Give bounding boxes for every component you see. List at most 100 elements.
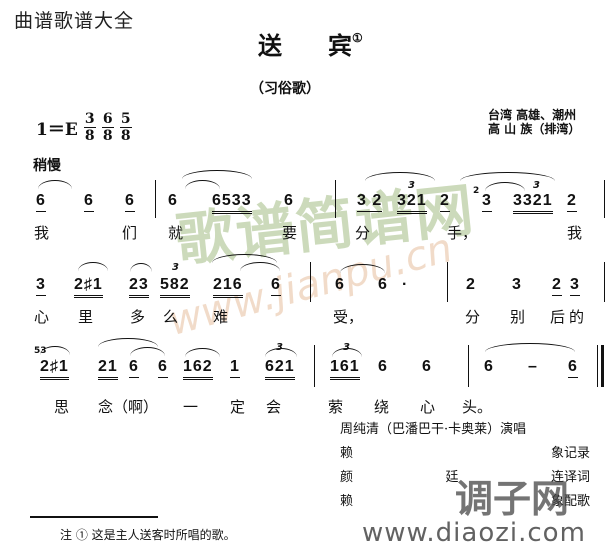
lyric: 我 bbox=[567, 224, 583, 242]
credit-recorder: 赖 象记录 bbox=[340, 446, 590, 461]
lyric: 绕 bbox=[374, 398, 390, 416]
note: 3 bbox=[570, 276, 580, 296]
footnote-divider bbox=[30, 516, 158, 518]
barline bbox=[604, 262, 605, 302]
lyric: 们 bbox=[122, 224, 138, 242]
note: 2 bbox=[440, 192, 450, 212]
triplet-mark: 3 bbox=[172, 262, 179, 273]
site-title: 曲谱歌谱大全 bbox=[14, 10, 135, 32]
lyric: 我 bbox=[34, 224, 50, 242]
slur bbox=[40, 346, 70, 355]
slur bbox=[98, 338, 158, 347]
note: 582 bbox=[160, 276, 190, 298]
note: 621 bbox=[265, 358, 295, 380]
note: 6 bbox=[422, 358, 432, 375]
note: 3 2 bbox=[357, 192, 383, 212]
dash: – bbox=[528, 358, 538, 375]
lyric: 分 bbox=[355, 224, 371, 242]
note: 216 bbox=[213, 276, 243, 298]
note: 3 bbox=[482, 192, 492, 212]
note: 161 bbox=[330, 358, 360, 380]
note: 6 bbox=[568, 358, 578, 378]
lyric: 后 bbox=[550, 308, 566, 326]
note: 2 bbox=[466, 276, 476, 293]
title-part-1: 送 bbox=[258, 31, 282, 60]
lyric: 就 bbox=[168, 224, 184, 242]
slur bbox=[265, 348, 297, 357]
slur bbox=[485, 343, 575, 352]
note: 2♯1 bbox=[40, 358, 69, 380]
note: 2 bbox=[552, 276, 562, 296]
note: 6533 bbox=[212, 192, 252, 214]
note: 6 bbox=[125, 192, 135, 212]
note: 2 bbox=[567, 192, 577, 212]
barline bbox=[597, 345, 598, 387]
note: 1 bbox=[230, 358, 240, 378]
lyric: 多 bbox=[130, 308, 146, 326]
genre-label: （习俗歌） bbox=[250, 81, 320, 97]
lyric: 受， bbox=[333, 308, 364, 326]
footnote-marker: ① bbox=[352, 31, 363, 45]
lyric: 手， bbox=[447, 224, 478, 242]
barline bbox=[314, 345, 315, 387]
slur bbox=[340, 264, 385, 273]
lyric: 里 bbox=[78, 308, 94, 326]
credit-translator: 颜 廷 连译词 bbox=[340, 470, 590, 485]
lyric: 别 bbox=[510, 308, 526, 326]
lyric: 要 bbox=[282, 224, 298, 242]
note: 23 bbox=[129, 276, 149, 298]
origin-line-2: 高 山 族（排湾） bbox=[488, 122, 581, 136]
origin-line-1: 台湾 高雄、潮州 bbox=[488, 108, 577, 122]
augmentation-dot: · bbox=[402, 276, 409, 293]
note: 3321 bbox=[513, 192, 553, 214]
tempo-marking: 稍慢 bbox=[33, 158, 61, 174]
note: 6 bbox=[284, 192, 294, 209]
triplet-mark: 3 bbox=[276, 342, 283, 353]
note: 6 bbox=[158, 358, 168, 378]
slur bbox=[38, 180, 72, 189]
slur bbox=[485, 182, 525, 191]
slur bbox=[240, 262, 280, 271]
key-label: 1＝E bbox=[36, 120, 78, 140]
slur bbox=[130, 263, 152, 272]
barline bbox=[468, 345, 469, 387]
credit-arranger: 赖 象配歌 bbox=[340, 494, 590, 509]
origin-info: 台湾 高雄、潮州 高 山 族（排湾） bbox=[488, 108, 580, 136]
note: 2♯1 bbox=[74, 276, 103, 298]
note: 6 bbox=[129, 358, 139, 378]
lyric: 念（啊） bbox=[98, 398, 159, 416]
barline bbox=[604, 180, 605, 218]
title-part-2: 宾 bbox=[328, 31, 352, 60]
lyric: 心 bbox=[420, 398, 436, 416]
note: 6 bbox=[168, 192, 178, 209]
triplet-mark: 3 bbox=[343, 342, 350, 353]
note: 6 bbox=[484, 358, 494, 375]
credits: 周纯清（巴潘巴干·卡奥莱）演唱 赖 象记录 颜 廷 连译词 赖 象配歌 bbox=[340, 418, 590, 514]
lyric: 么 bbox=[163, 308, 179, 326]
lyric: 萦 bbox=[328, 398, 344, 416]
note: 6 bbox=[271, 276, 281, 296]
slur bbox=[78, 262, 108, 271]
note: 6 bbox=[378, 276, 388, 293]
slur bbox=[130, 347, 165, 356]
lyric: 分 bbox=[465, 308, 481, 326]
note: 3 bbox=[512, 276, 522, 293]
triplet-mark: 3 bbox=[533, 180, 540, 191]
lyric: 头。 bbox=[462, 398, 493, 416]
note: 3 bbox=[36, 276, 46, 296]
lyric: 心 bbox=[34, 308, 50, 326]
slur bbox=[460, 172, 555, 181]
note: 162 bbox=[183, 358, 213, 380]
lyric: 一 bbox=[183, 398, 199, 416]
lyric: 思 bbox=[54, 398, 70, 416]
slur bbox=[332, 348, 362, 357]
lyric: 定 bbox=[230, 398, 246, 416]
grace-note: 2 bbox=[473, 186, 480, 196]
slur bbox=[212, 254, 277, 263]
lyric: 的 bbox=[569, 308, 585, 326]
note: 6 bbox=[335, 276, 345, 293]
